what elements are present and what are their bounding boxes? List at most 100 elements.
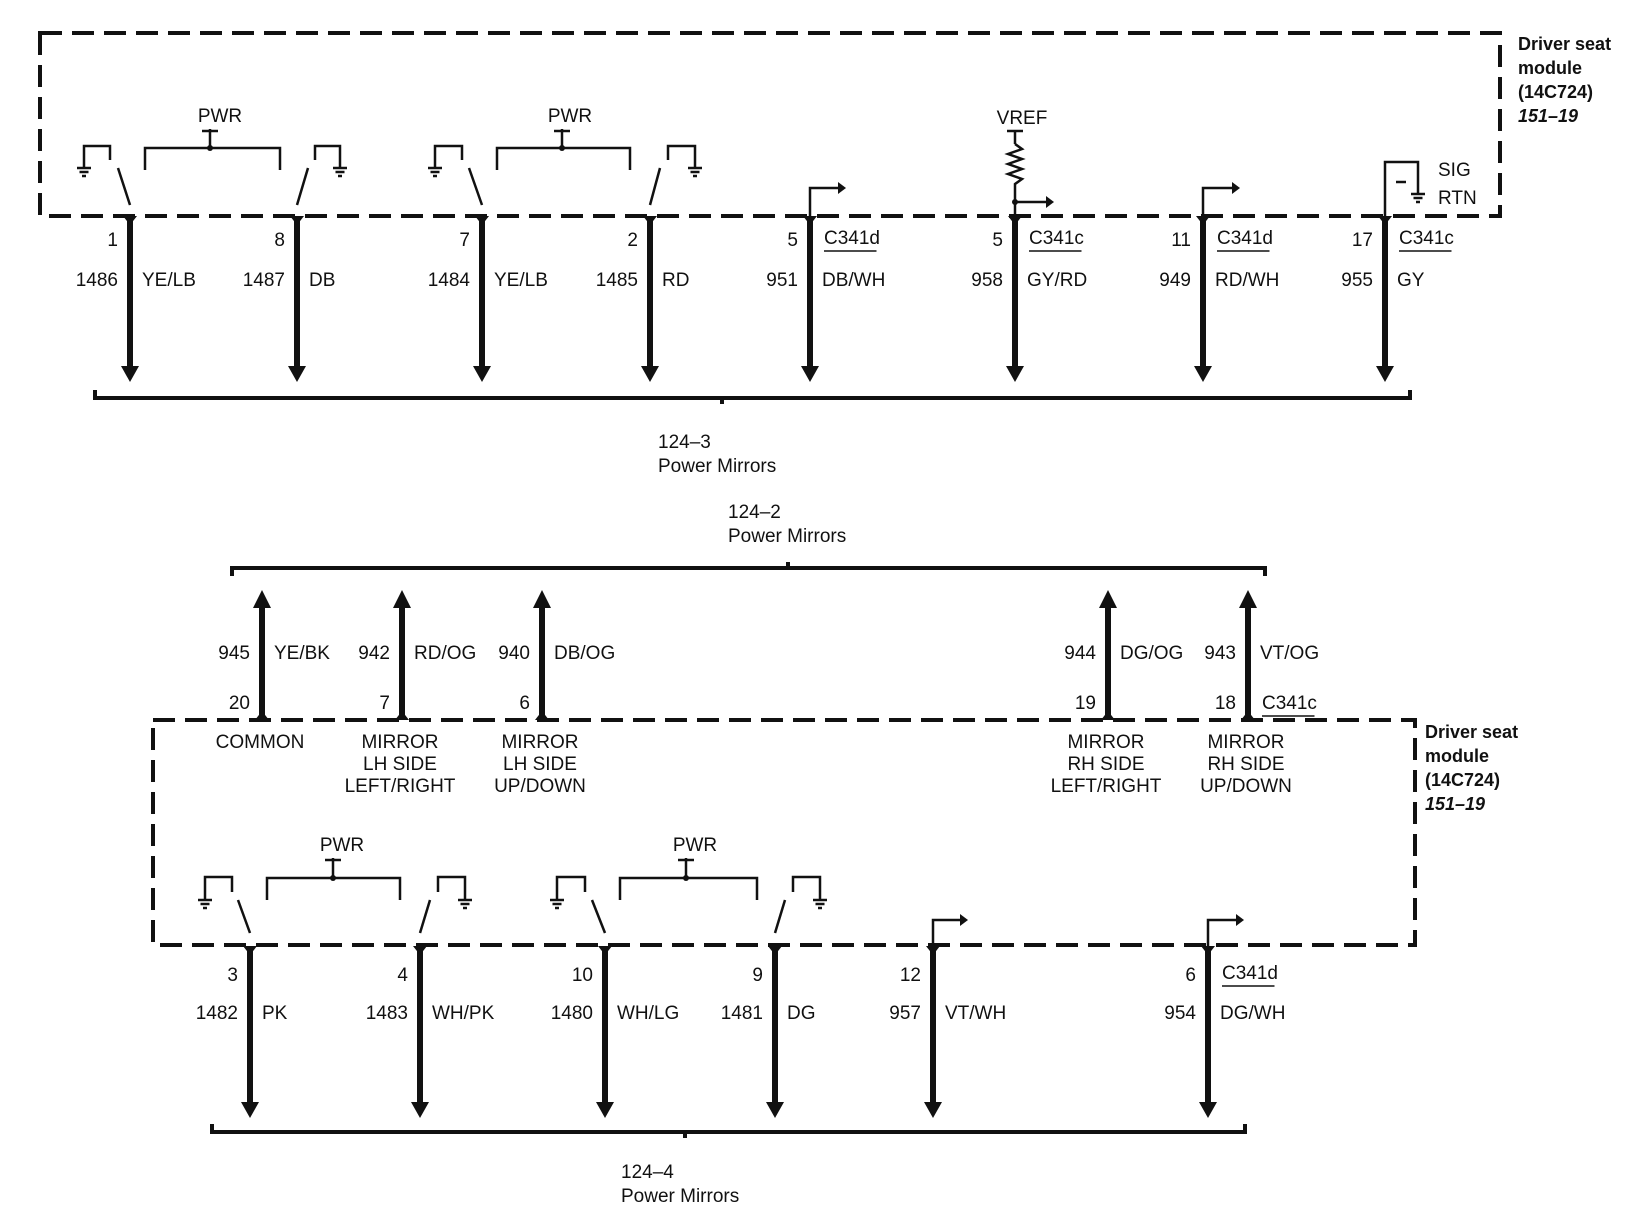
- bottom-pin-marker-957: [926, 946, 940, 955]
- bottom-circuit-number: 954: [1164, 1003, 1196, 1024]
- input-function-label: LEFT/RIGHT: [1051, 776, 1162, 797]
- input-pin-marker-943: [1241, 711, 1255, 720]
- bottom-wire-color: PK: [262, 1003, 288, 1024]
- top-connector-id: C341d: [1217, 228, 1273, 249]
- bottom-arrow-1481: [766, 1102, 784, 1118]
- vref-label: VREF: [997, 108, 1048, 129]
- bottom-pin-marker-954: [1201, 946, 1215, 955]
- top-switch-pair-1: PWR: [75, 106, 349, 206]
- top-pin-marker-949: [1196, 216, 1210, 225]
- top-pin-marker-1487: [290, 216, 304, 225]
- top-circuit-number: 958: [971, 270, 1003, 291]
- bottom-pin-flag-954: [1206, 918, 1236, 948]
- bottom-module-name-2: module: [1425, 746, 1489, 766]
- top-module-name-2: module: [1518, 58, 1582, 78]
- top-pin-marker-955: [1378, 216, 1392, 225]
- bottom-arrow-957: [924, 1102, 942, 1118]
- bottom-wire-color: VT/WH: [945, 1003, 1006, 1024]
- top-switch-pair-2: PWR: [426, 106, 704, 206]
- top-wire-color: DB: [309, 270, 335, 291]
- input-arrow-944: [1099, 590, 1117, 608]
- bottom-switch-pair-1: PWR: [196, 835, 474, 934]
- input-function-label: COMMON: [216, 732, 305, 753]
- top-wire-color: RD: [662, 270, 689, 291]
- top-pin-marker-1484: [475, 216, 489, 225]
- bottom-module-name-1: Driver seat: [1425, 722, 1518, 742]
- input-circuit-number: 945: [218, 643, 250, 664]
- bottom-circuit-number: 1481: [721, 1003, 763, 1024]
- input-pin-number: 20: [229, 693, 250, 714]
- top-wire-color: YE/LB: [494, 270, 548, 291]
- input-pin-marker-940: [535, 711, 549, 720]
- input-function-label: MIRROR: [1067, 732, 1144, 753]
- top-circuit-number: 1486: [76, 270, 118, 291]
- top-reference-number: 124–3: [658, 432, 711, 453]
- input-wire-color: DB/OG: [554, 643, 615, 664]
- vref-resistor: VREF: [997, 108, 1054, 218]
- top-pin-marker-1486: [123, 216, 137, 225]
- top-arrow-958: [1006, 366, 1024, 382]
- input-pin-number: 7: [379, 693, 390, 714]
- bottom-circuit-number: 1483: [366, 1003, 408, 1024]
- top-arrow-955: [1376, 366, 1394, 382]
- bottom-upper-bracket: [230, 562, 1267, 576]
- top-wire-color: GY/RD: [1027, 270, 1087, 291]
- bottom-pin-number: 3: [227, 965, 238, 986]
- input-function-label: MIRROR: [501, 732, 578, 753]
- top-wire-color: GY: [1397, 270, 1425, 291]
- top-circuit-number: 1485: [596, 270, 638, 291]
- top-bracket: [93, 390, 1412, 404]
- top-arrow-1486: [121, 366, 139, 382]
- top-pin-number: 17: [1352, 230, 1373, 251]
- top-pin-flag-949: [1201, 186, 1232, 218]
- sig-label: SIG: [1438, 160, 1471, 181]
- input-pin-marker-945: [255, 711, 269, 720]
- bottom-upper-reference-number: 124–2: [728, 502, 781, 523]
- top-arrow-1484: [473, 366, 491, 382]
- top-section: Driver seat module (14C724) 151–19 PWR P…: [38, 31, 1611, 477]
- bottom-pin-marker-1483: [413, 946, 427, 955]
- bottom-pin-marker-1480: [598, 946, 612, 955]
- rtn-label: RTN: [1438, 188, 1477, 209]
- input-function-label: UP/DOWN: [1200, 776, 1292, 797]
- input-pin-marker-942: [395, 711, 409, 720]
- bottom-pin-marker-1482: [243, 946, 257, 955]
- input-arrow-943: [1239, 590, 1257, 608]
- bottom-module-outline: [151, 718, 1417, 947]
- input-circuit-number: 943: [1204, 643, 1236, 664]
- input-arrow-945: [253, 590, 271, 608]
- top-module-name-1: Driver seat: [1518, 34, 1611, 54]
- bottom-pin-number: 9: [752, 965, 763, 986]
- input-wire-color: VT/OG: [1260, 643, 1319, 664]
- input-function-label: MIRROR: [1207, 732, 1284, 753]
- input-function-label: LH SIDE: [363, 754, 437, 775]
- input-arrow-940: [533, 590, 551, 608]
- top-circuit-number: 1487: [243, 270, 285, 291]
- bottom-pin-number: 10: [572, 965, 593, 986]
- bottom-circuit-number: 1480: [551, 1003, 593, 1024]
- top-circuit-number: 951: [766, 270, 798, 291]
- bottom-arrow-954: [1199, 1102, 1217, 1118]
- input-function-label: LEFT/RIGHT: [345, 776, 456, 797]
- top-pin-number: 5: [787, 230, 798, 251]
- top-circuit-number: 949: [1159, 270, 1191, 291]
- bottom-wire-color: DG/WH: [1220, 1003, 1285, 1024]
- top-module-part: (14C724): [1518, 82, 1593, 102]
- top-circuit-number: 1484: [428, 270, 471, 291]
- input-arrow-942: [393, 590, 411, 608]
- top-wire-color: YE/LB: [142, 270, 196, 291]
- bottom-pin-flag-957: [931, 918, 960, 948]
- bottom-pin-marker-1481: [768, 946, 782, 955]
- bottom-module-part: (14C724): [1425, 770, 1500, 790]
- bottom-wire-color: WH/LG: [617, 1003, 679, 1024]
- bottom-wire-color: DG: [787, 1003, 816, 1024]
- bottom-lower-bracket: [210, 1124, 1247, 1138]
- bottom-circuit-number: 957: [889, 1003, 921, 1024]
- top-arrow-1487: [288, 366, 306, 382]
- input-pin-number: 6: [519, 693, 530, 714]
- top-pin-number: 8: [274, 230, 285, 251]
